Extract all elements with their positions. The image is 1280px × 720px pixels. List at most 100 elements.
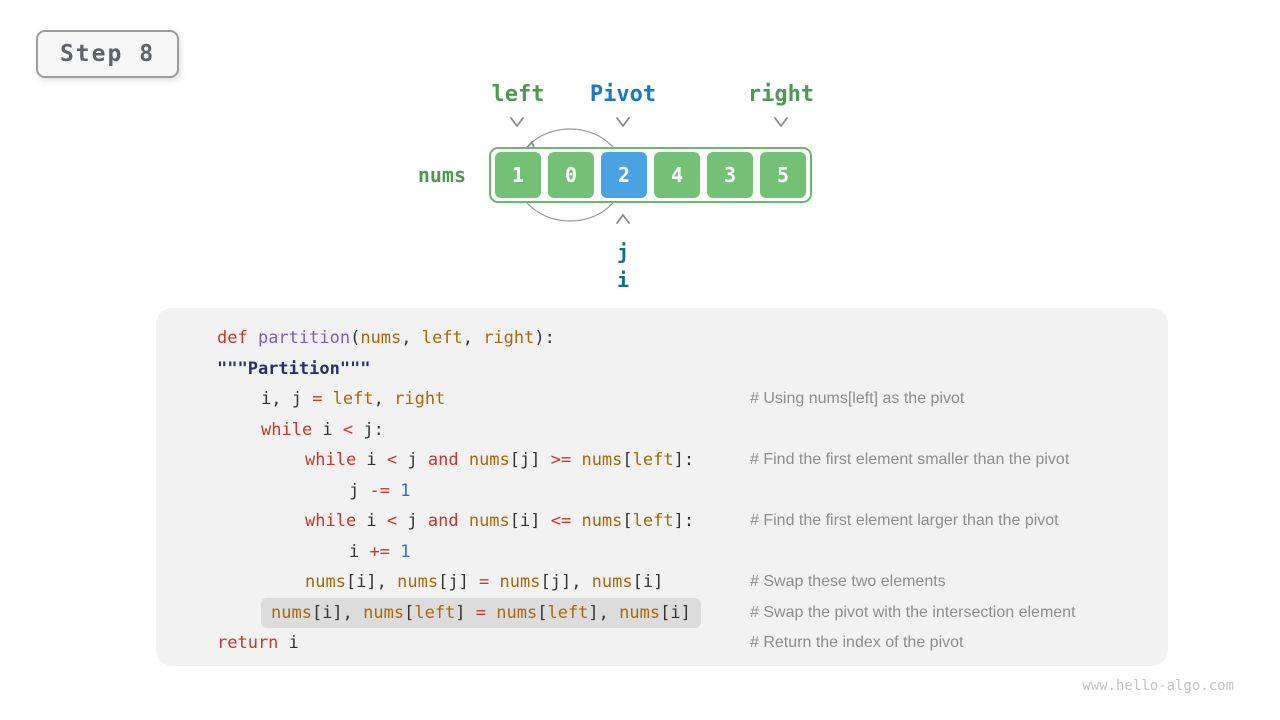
code-highlighted-line: nums[i], nums[left] = nums[left], nums[i… xyxy=(261,597,701,628)
code-token: nums xyxy=(360,328,402,348)
code-token: , xyxy=(373,389,395,409)
code-token: and xyxy=(427,450,469,470)
code-line: i, j = left, right # Using nums[left] as … xyxy=(156,384,1168,415)
code-token: nums xyxy=(496,602,538,623)
code-token: < xyxy=(386,511,408,531)
code-token: left xyxy=(414,602,456,623)
code-token: -= xyxy=(369,480,401,501)
code-line: return i # Return the index of the pivot xyxy=(156,628,1168,659)
code-token: [i] xyxy=(660,602,691,623)
code-token: j xyxy=(407,450,428,470)
code-text: j -= 1 xyxy=(349,476,410,507)
code-token: [i] xyxy=(632,572,664,592)
code-text: def partition(nums, left, right): xyxy=(217,323,555,354)
code-comment: # Find the first element smaller than th… xyxy=(750,451,1070,468)
code-token: [ xyxy=(537,602,548,623)
array-cell: 4 xyxy=(654,152,700,198)
code-line: nums[i], nums[j] = nums[j], nums[i]# Swa… xyxy=(156,567,1168,598)
code-token: j xyxy=(407,511,428,531)
code-token: nums xyxy=(581,450,623,470)
code-token: ]: xyxy=(673,450,695,470)
code-token: [ xyxy=(622,511,633,531)
code-token: [i], xyxy=(345,572,398,592)
code-token: i xyxy=(288,633,299,653)
code-token: [j] xyxy=(438,572,480,592)
code-token: right xyxy=(483,328,535,348)
code-token: nums xyxy=(499,572,541,592)
code-line: j -= 1 xyxy=(156,476,1168,507)
code-token: nums xyxy=(468,511,510,531)
code-token: left xyxy=(632,511,674,531)
code-token: ): xyxy=(534,328,555,348)
nums-label: nums xyxy=(417,163,466,187)
code-token: nums xyxy=(397,572,439,592)
code-token: nums xyxy=(619,602,661,623)
step-badge-label: Step 8 xyxy=(59,41,156,67)
code-token: [j] xyxy=(509,450,551,470)
code-text: i, j = left, right xyxy=(261,384,445,415)
code-comment: # Swap these two elements xyxy=(750,573,946,590)
code-token: left xyxy=(547,602,589,623)
code-token: while xyxy=(305,450,367,470)
code-token: partition xyxy=(257,328,351,348)
code-token: j xyxy=(349,480,370,501)
code-text: nums[i], nums[j] = nums[j], nums[i] xyxy=(305,567,663,598)
array-cell: 1 xyxy=(495,152,541,198)
code-token: i xyxy=(349,541,370,562)
code-token: and xyxy=(427,511,469,531)
code-token: left xyxy=(421,328,463,348)
array-cell: 0 xyxy=(548,152,594,198)
code-token: [ xyxy=(404,602,415,623)
code-line: def partition(nums, left, right): xyxy=(156,323,1168,354)
code-token: nums xyxy=(363,602,405,623)
right-pointer-label: right xyxy=(747,82,815,107)
code-token: while xyxy=(305,511,367,531)
code-token: [i] xyxy=(509,511,551,531)
code-token: ( xyxy=(350,328,361,348)
code-text: while i < j and nums[i] <= nums[left]: xyxy=(305,506,694,537)
left-pointer-label: left xyxy=(491,82,545,107)
code-token: nums xyxy=(468,450,510,470)
code-token: = xyxy=(312,389,333,409)
code-comment: # Using nums[left] as the pivot xyxy=(750,390,965,407)
code-token: while xyxy=(261,419,323,440)
ji-arrow-up-icon xyxy=(616,214,630,224)
code-line: while i < j: xyxy=(156,415,1168,446)
code-token: < xyxy=(342,419,364,440)
pivot-arrow-down-icon xyxy=(616,117,630,127)
code-text: i += 1 xyxy=(349,537,410,568)
code-token: j: xyxy=(363,419,384,440)
code-line: nums[i], nums[left] = nums[left], nums[i… xyxy=(156,597,1168,628)
j-pointer-label: j xyxy=(616,240,630,264)
code-line: while i < j and nums[i] <= nums[left]:# … xyxy=(156,506,1168,537)
code-token: [j], xyxy=(540,572,592,592)
code-token: = xyxy=(479,572,500,592)
watermark: www.hello-algo.com xyxy=(1082,678,1234,694)
code-token: ]: xyxy=(673,511,695,531)
code-comment: # Find the first element larger than the… xyxy=(750,512,1059,529)
code-line: i += 1 xyxy=(156,537,1168,568)
code-token: def xyxy=(217,328,258,348)
code-text: while i < j and nums[j] >= nums[left]: xyxy=(305,445,694,476)
pivot-pointer-label: Pivot xyxy=(589,82,657,107)
array-cell: 3 xyxy=(707,152,753,198)
code-token: 1 xyxy=(400,541,411,562)
code-token: , xyxy=(401,328,422,348)
right-arrow-down-icon xyxy=(774,117,788,127)
code-token: < xyxy=(386,450,408,470)
code-token: left xyxy=(332,389,374,409)
code-token: i xyxy=(366,511,387,531)
code-token: , xyxy=(462,328,484,348)
code-token: <= xyxy=(550,511,582,531)
code-token: return xyxy=(217,633,289,653)
code-token: nums xyxy=(271,602,312,623)
code-token: i xyxy=(322,419,343,440)
code-token: ] xyxy=(455,602,476,623)
code-line: while i < j and nums[j] >= nums[left]: # … xyxy=(156,445,1168,476)
code-token: right xyxy=(394,389,446,409)
code-comment: # Return the index of the pivot xyxy=(750,634,964,651)
code-token: [i], xyxy=(311,602,364,623)
code-token: i xyxy=(366,450,387,470)
code-text: while i < j: xyxy=(261,415,384,446)
